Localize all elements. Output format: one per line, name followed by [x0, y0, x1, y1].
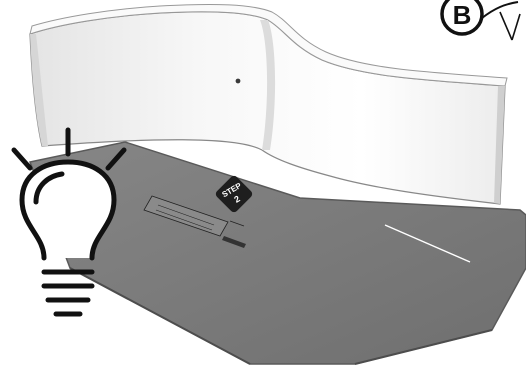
panel-hole [236, 79, 241, 84]
callout-letter: B [453, 0, 472, 30]
